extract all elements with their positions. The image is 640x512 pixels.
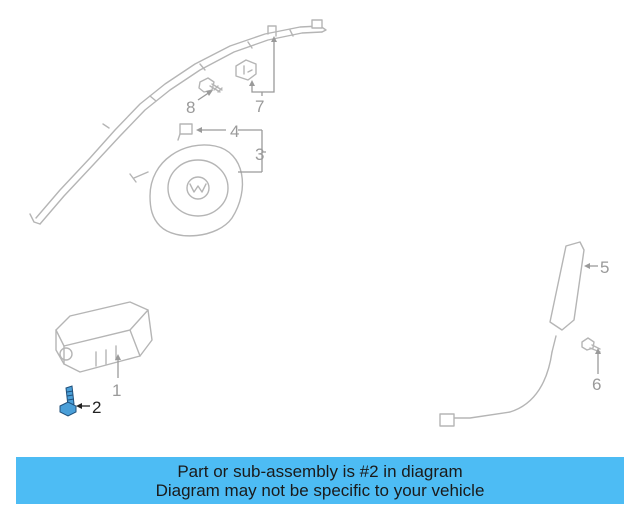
parts-diagram: 1 2 3 4 5 6 7 8 — [29, 19, 609, 427]
callout-8: 8 — [186, 98, 195, 117]
side-airbag — [439, 241, 585, 427]
callout-5: 5 — [600, 258, 609, 277]
bolt-part-6 — [581, 337, 601, 353]
steering-wheel-airbag — [129, 123, 244, 237]
clip-part-7 — [235, 59, 257, 81]
callout-2: 2 — [92, 398, 101, 417]
harness-connector — [439, 413, 455, 427]
callout-4: 4 — [230, 122, 239, 141]
curtain-airbag — [29, 19, 327, 225]
bolt-part-2 — [59, 385, 77, 417]
banner-line-1: Part or sub-assembly is #2 in diagram — [177, 461, 463, 481]
bolt-part-8 — [198, 77, 223, 93]
callout-7: 7 — [255, 97, 264, 116]
curtain-clip — [311, 19, 323, 29]
connector-part-4 — [179, 123, 193, 135]
banner-line-2: Diagram may not be specific to your vehi… — [155, 480, 485, 500]
callout-6: 6 — [592, 375, 601, 394]
callout-3: 3 — [255, 145, 264, 164]
leader-lines — [76, 36, 601, 409]
callout-1: 1 — [112, 381, 121, 400]
passenger-airbag — [55, 301, 153, 373]
info-banner: Part or sub-assembly is #2 in diagram Di… — [16, 457, 624, 504]
